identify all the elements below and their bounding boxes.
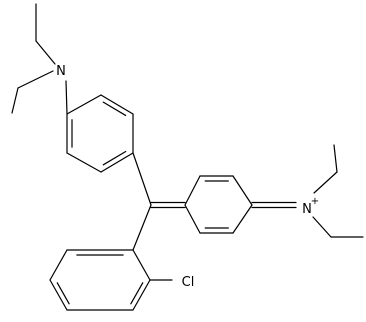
amine-nitrogen-label: N [56, 64, 66, 79]
ring-a-bond [66, 152, 102, 173]
ring-c-bond [232, 175, 253, 206]
central-chlorophenyl-bond [132, 204, 152, 251]
ring-c-bond [232, 204, 253, 234]
amine-n-ring-bond [65, 80, 68, 115]
ring-a-double-bond [102, 101, 127, 117]
ethyl-bond [312, 216, 332, 238]
ring-c-bond [184, 204, 201, 234]
ethyl-bond [35, 40, 56, 65]
ethyl-bond [313, 171, 338, 194]
ethyl-bond [333, 144, 338, 173]
bond-layer [11, 3, 364, 311]
ring-a-bond [100, 152, 134, 173]
central-aryl-bond [132, 152, 152, 206]
ring-a-bond [100, 94, 134, 115]
ring-c-bond [184, 175, 201, 206]
ring-b-bond [132, 249, 151, 281]
ring-b-bond [132, 279, 151, 311]
label-layer: N N + Cl [56, 64, 319, 290]
chlorine-label: Cl [182, 275, 195, 290]
iminium-charge-label: + [311, 196, 319, 207]
ring-a-bond [66, 94, 102, 115]
ring-b-double-bond [56, 282, 70, 305]
iminium-nitrogen-label: N [302, 202, 312, 217]
ring-a-double-bond [102, 150, 127, 166]
ring-b-bond [49, 279, 68, 311]
ethyl-bond [17, 70, 54, 89]
ethyl-bond [11, 87, 19, 114]
ring-b-bond [49, 249, 68, 281]
ring-b-double-bond [130, 282, 144, 305]
